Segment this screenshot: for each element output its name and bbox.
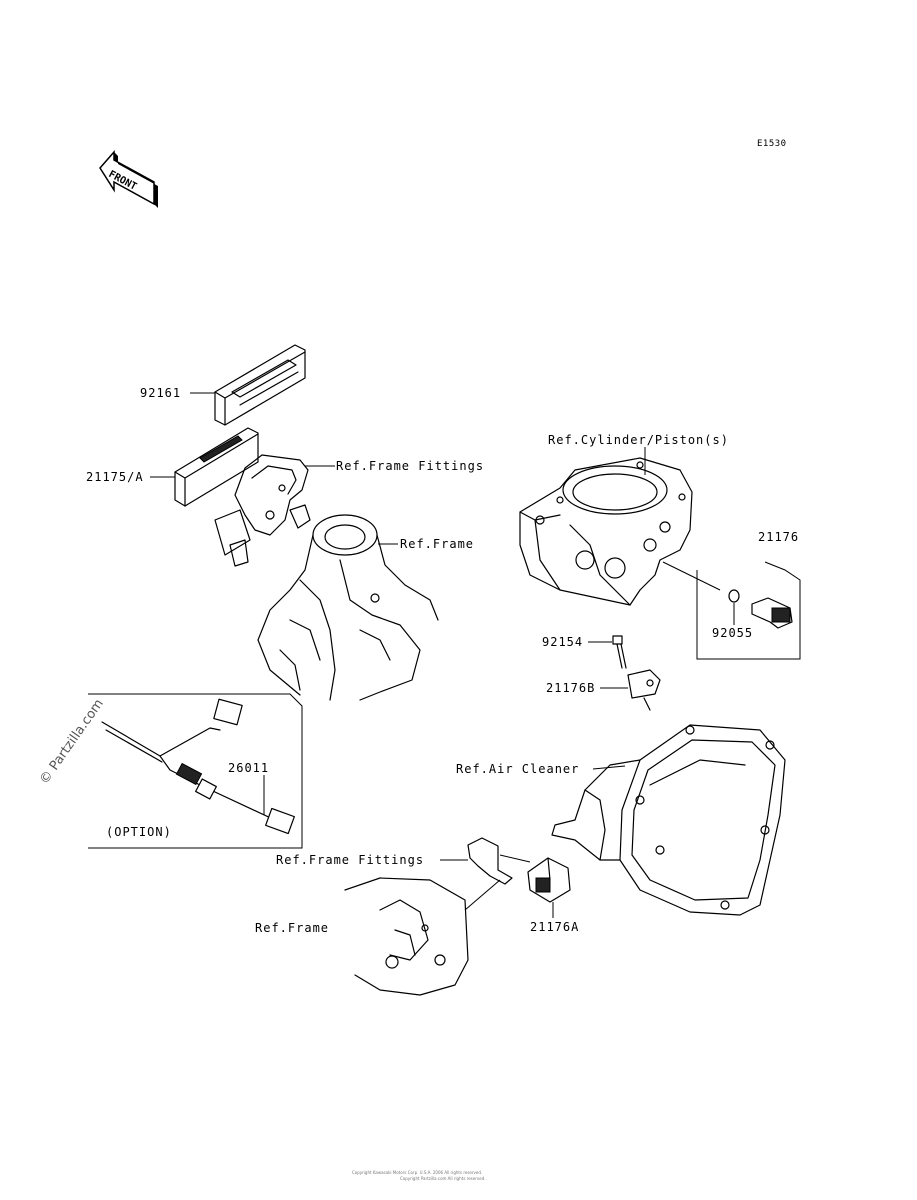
ecu-cover-part — [214, 344, 306, 426]
ecu-unit-part — [174, 427, 259, 507]
label-ref-frame-fittings-top: Ref.Frame Fittings — [336, 459, 484, 473]
frame-part-bottom — [344, 877, 501, 996]
sensor-bracket-part — [467, 837, 531, 885]
label-ref-cylinder: Ref.Cylinder/Piston(s) — [548, 433, 729, 447]
harness-26011 — [101, 698, 295, 835]
label-ref-frame-bottom: Ref.Frame — [255, 921, 329, 935]
cylinder-part — [519, 457, 693, 606]
label-21176b: 21176B — [546, 681, 595, 695]
label-option: (OPTION) — [106, 825, 172, 839]
label-92055: 92055 — [712, 626, 753, 640]
label-26011: 26011 — [228, 761, 269, 775]
label-92154: 92154 — [542, 635, 583, 649]
frame-part-top — [257, 514, 439, 701]
label-ref-frame-fittings-bottom: Ref.Frame Fittings — [276, 853, 424, 867]
ecu-bracket-part — [214, 454, 311, 567]
front-arrow-icon: FRONT — [99, 150, 158, 208]
label-21175a: 21175/A — [86, 470, 144, 484]
footer-line-2: Copyright Partzilla.com All rights reser… — [400, 1176, 486, 1181]
label-21176: 21176 — [758, 530, 799, 544]
label-21176a: 21176A — [530, 920, 579, 934]
air-cleaner-part — [551, 724, 786, 916]
sensor-21176b — [627, 669, 661, 711]
watermark: © Partzilla.com — [37, 697, 107, 788]
label-ref-air-cleaner: Ref.Air Cleaner — [456, 762, 579, 776]
o-ring-92055 — [728, 589, 740, 603]
label-92161: 92161 — [140, 386, 181, 400]
diagram-code: E1530 — [757, 139, 787, 149]
temp-sensor-21176 — [751, 597, 793, 629]
sensor-21176a — [527, 857, 571, 903]
bolt-92154 — [612, 635, 627, 669]
footer-line-1: Copyright Kawasaki Motors Corp. U.S.A. 2… — [352, 1170, 482, 1175]
label-ref-frame-top: Ref.Frame — [400, 537, 474, 551]
